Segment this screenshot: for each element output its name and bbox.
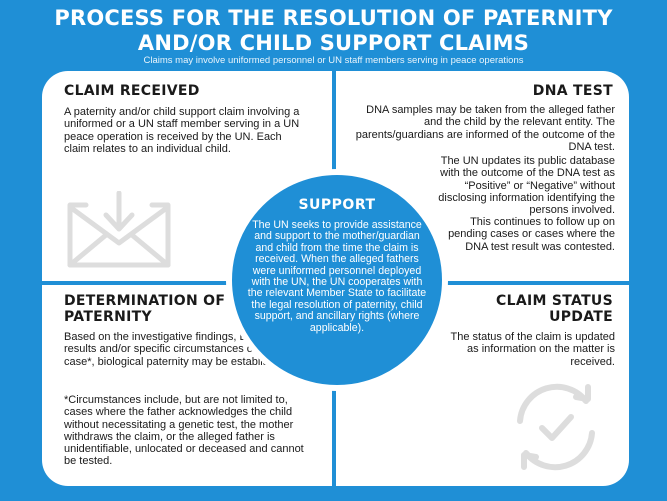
claim-received-text: A paternity and/or child support claim i… bbox=[64, 106, 300, 155]
determination-heading: DETERMINATION OF PATERNITY bbox=[64, 293, 226, 325]
refresh-check-icon bbox=[517, 383, 595, 471]
title-line-2: AND/OR CHILD SUPPORT CLAIMS bbox=[137, 31, 530, 55]
claim-status-text: The status of the claim is updated as in… bbox=[450, 331, 615, 368]
page-subtitle: Claims may involve uniformed personnel o… bbox=[143, 55, 524, 66]
page-title: PROCESS FOR THE RESOLUTION OF PATERNITY … bbox=[0, 6, 667, 56]
determination-text-2: *Circumstances include, but are not limi… bbox=[64, 394, 304, 468]
support-circle: SUPPORT The UN seeks to provide assistan… bbox=[226, 169, 448, 391]
dna-test-text-3: This continues to follow up on pending c… bbox=[448, 216, 615, 253]
claim-status-heading: CLAIM STATUS UPDATE bbox=[496, 293, 613, 325]
envelope-download-icon bbox=[67, 191, 171, 268]
determination-card: DETERMINATION OF PATERNITY Based on the … bbox=[42, 285, 332, 486]
dna-test-text-2: The UN updates its public database with … bbox=[438, 155, 615, 217]
determination-text-1: Based on the investigative findings, DNA… bbox=[64, 331, 290, 368]
support-heading: SUPPORT bbox=[298, 197, 376, 213]
dna-test-heading: DNA TEST bbox=[532, 83, 613, 99]
claim-received-heading: CLAIM RECEIVED bbox=[64, 83, 200, 99]
claim-status-card: CLAIM STATUS UPDATE The status of the cl… bbox=[336, 285, 629, 486]
support-text: The UN seeks to provide assistance and s… bbox=[247, 219, 427, 334]
dna-test-text-1: DNA samples may be taken from the allege… bbox=[355, 104, 615, 153]
claim-received-card: CLAIM RECEIVED A paternity and/or child … bbox=[42, 71, 332, 281]
title-line-1: PROCESS FOR THE RESOLUTION OF PATERNITY bbox=[54, 6, 613, 30]
